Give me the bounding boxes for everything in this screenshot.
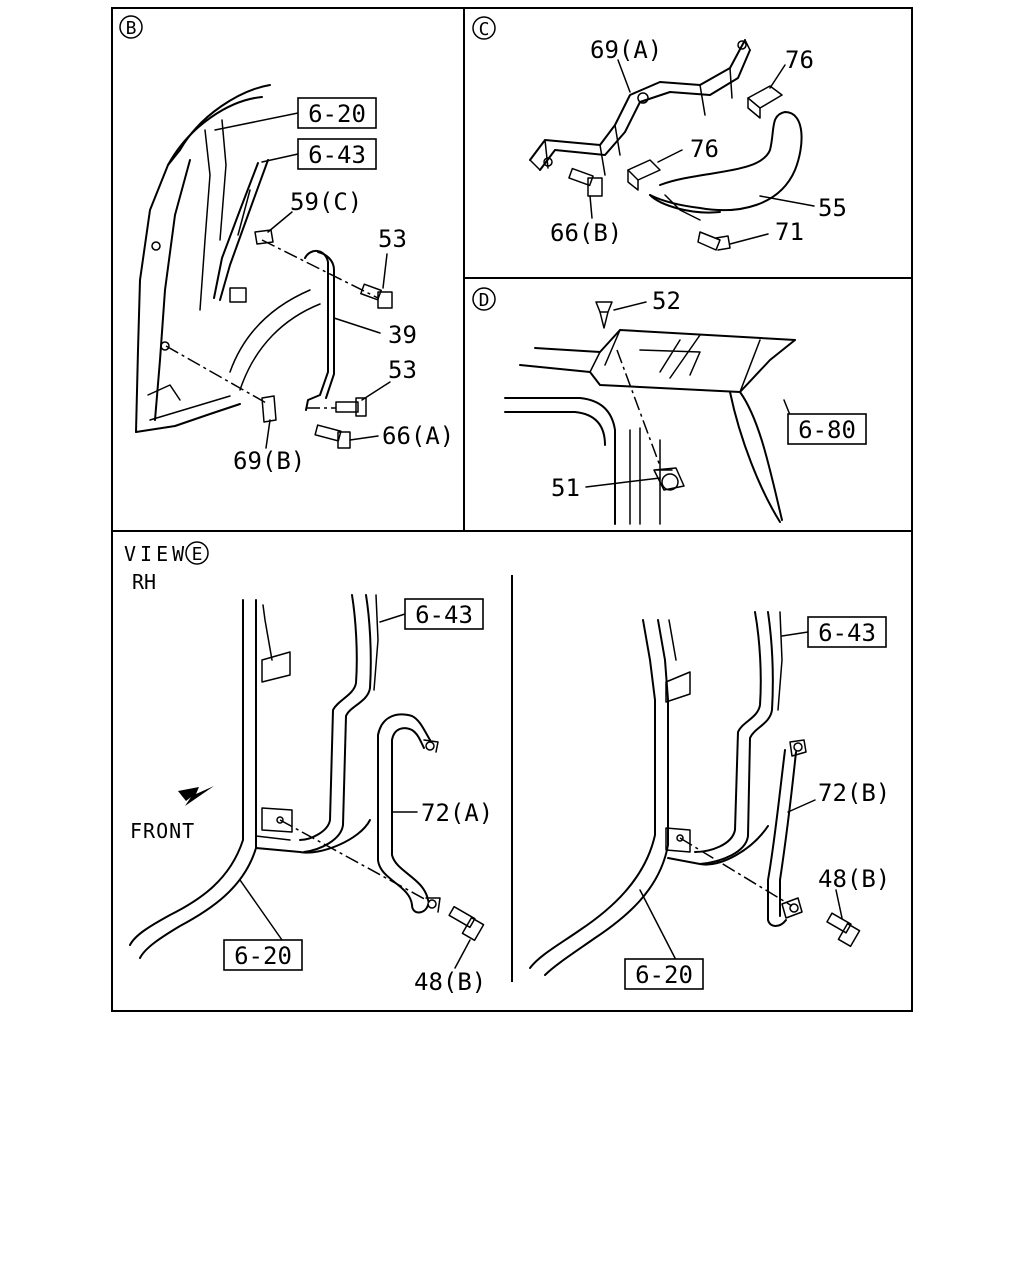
- d-label-51: 51: [551, 474, 580, 502]
- e-left-centerline: [279, 819, 431, 903]
- e-left-pillar: [129, 594, 379, 959]
- b-ref-6-43: 6-43: [297, 138, 377, 170]
- e-left-brackets: [261, 651, 293, 833]
- e-right-leaders: [639, 631, 843, 961]
- b-clip-59c: [254, 229, 274, 245]
- svg-text:E: E: [192, 544, 203, 565]
- b-bolt-53-bottom: [335, 397, 367, 417]
- b-bolt-66a: [314, 424, 351, 449]
- c-pad-76-top: [747, 85, 783, 119]
- front-arrow-icon: [178, 786, 214, 806]
- b-grip-bar-39: [304, 250, 335, 411]
- d-ref-6-80: 6-80: [787, 413, 867, 445]
- e-right-label-48b: 48(B): [818, 865, 890, 893]
- svg-text:B: B: [126, 18, 137, 39]
- svg-text:6-20: 6-20: [635, 961, 693, 989]
- b-label-39: 39: [388, 321, 417, 349]
- svg-text:C: C: [479, 19, 490, 40]
- e-right-label-72b: 72(B): [818, 779, 890, 807]
- e-front-label: FRONT: [130, 819, 195, 843]
- e-right-bar-72b: [767, 739, 807, 927]
- e-right-brackets: [665, 671, 691, 853]
- e-right-ref-6-20: 6-20: [624, 958, 704, 990]
- b-bracket-69b: [261, 395, 277, 423]
- svg-text:6-43: 6-43: [818, 619, 876, 647]
- e-right-ref-6-43: 6-43: [807, 616, 887, 648]
- c-label-76-mid: 76: [690, 135, 719, 163]
- c-bolt-66b: [568, 167, 603, 197]
- panel-c-tag: C: [472, 16, 496, 40]
- c-bracket-69a: [529, 39, 751, 176]
- c-label-76-top: 76: [785, 46, 814, 74]
- b-ref-6-20: 6-20: [297, 97, 377, 129]
- svg-text:6-43: 6-43: [415, 601, 473, 629]
- panel-e-tag: E: [185, 541, 209, 565]
- panel-b: B: [119, 15, 454, 475]
- e-view-label: VIEW: [124, 542, 188, 566]
- e-left-bolt-48b: [448, 905, 485, 942]
- b-cab-pillar: [135, 84, 321, 433]
- e-side-label: RH: [132, 570, 156, 594]
- d-centerline: [616, 349, 661, 467]
- e-left-ref-6-43: 6-43: [404, 598, 484, 630]
- c-label-69a: 69(A): [590, 36, 662, 64]
- panel-b-tag: B: [119, 15, 143, 39]
- panel-d-tag: D: [472, 287, 496, 311]
- b-label-69b: 69(B): [233, 447, 305, 475]
- svg-text:D: D: [479, 290, 490, 311]
- svg-text:6-20: 6-20: [234, 942, 292, 970]
- d-label-52: 52: [652, 287, 681, 315]
- b-centerlines: [165, 239, 379, 409]
- svg-text:6-80: 6-80: [798, 416, 856, 444]
- d-roof-structure: [504, 329, 796, 525]
- c-handle-55: [649, 111, 803, 221]
- b-label-53-top: 53: [378, 225, 407, 253]
- c-leaders: [589, 59, 815, 245]
- panel-frames: [111, 7, 913, 1012]
- d-clip-51: [653, 467, 685, 491]
- e-left-label-48b: 48(B): [414, 968, 486, 996]
- e-right-centerline: [679, 837, 793, 907]
- b-label-59c: 59(C): [290, 188, 362, 216]
- b-leaders: [214, 112, 391, 449]
- b-bolt-53-top: [360, 283, 393, 309]
- e-left-leaders: [239, 613, 471, 969]
- c-screw-71: [697, 231, 731, 251]
- e-left-bar-72a: [377, 713, 441, 914]
- d-leaders: [585, 301, 791, 488]
- c-label-66b: 66(B): [550, 219, 622, 247]
- e-left-label-72a: 72(A): [421, 799, 493, 827]
- c-label-71: 71: [775, 218, 804, 246]
- b-inner-trim: [213, 159, 269, 303]
- panel-d: D 52 6-8: [472, 287, 867, 525]
- e-left-ref-6-20: 6-20: [223, 939, 303, 971]
- c-pad-76-mid: [627, 159, 661, 191]
- b-label-53-bottom: 53: [388, 356, 417, 384]
- svg-text:6-43: 6-43: [308, 141, 366, 169]
- svg-text:6-20: 6-20: [308, 100, 366, 128]
- b-label-66a: 66(A): [382, 422, 454, 450]
- e-right-bolt-48b: [826, 912, 861, 948]
- panel-c: C: [472, 16, 847, 251]
- d-screw-52: [595, 301, 613, 329]
- panel-e: VIEW E RH FRONT: [124, 541, 890, 996]
- c-label-55: 55: [818, 194, 847, 222]
